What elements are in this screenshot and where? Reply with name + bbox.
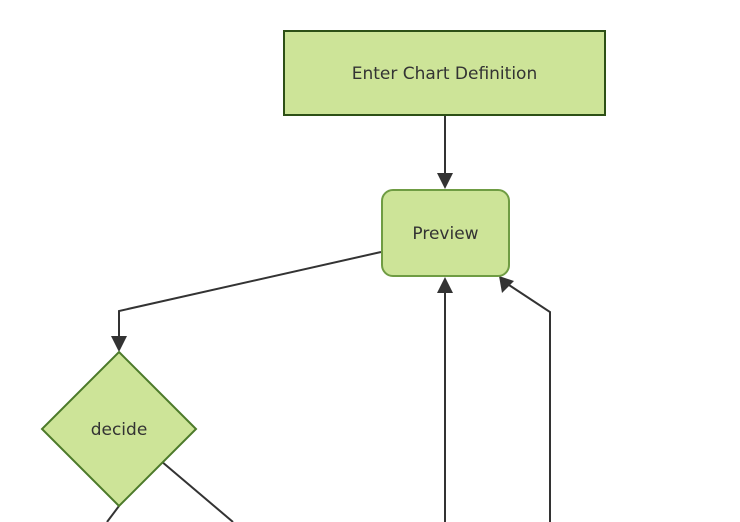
node-enter-chart-definition[interactable]: Enter Chart Definition [283, 30, 606, 116]
edge-bottom-to-preview-right-line [508, 284, 551, 522]
edge-decide-down-right-line [160, 460, 234, 522]
node-group: Enter Chart Definition Preview decide [40, 30, 606, 508]
arrow-head-down-into-preview [437, 173, 453, 189]
edge-preview-to-decide-line [118, 251, 382, 341]
edge-decide-down-right [160, 460, 234, 522]
node-preview[interactable]: Preview [381, 189, 510, 277]
edge-decide-down-left-line [106, 505, 120, 522]
arrow-head-down-into-decide [111, 336, 127, 352]
edge-decide-down-left [106, 505, 120, 522]
edge-bottom-to-preview-left [437, 277, 453, 522]
edge-bottom-to-preview-right [499, 276, 551, 522]
edge-enter-to-preview [437, 116, 453, 189]
node-decide[interactable]: decide [40, 350, 198, 508]
node-preview-shape[interactable] [381, 189, 510, 277]
edge-group [106, 116, 551, 522]
node-decide-shape[interactable] [40, 350, 198, 508]
node-enter-chart-definition-shape[interactable] [283, 30, 606, 116]
arrow-head-up-into-preview-left [437, 277, 453, 293]
arrow-head-up-into-preview-right [499, 276, 514, 293]
edge-preview-to-decide [111, 251, 382, 352]
